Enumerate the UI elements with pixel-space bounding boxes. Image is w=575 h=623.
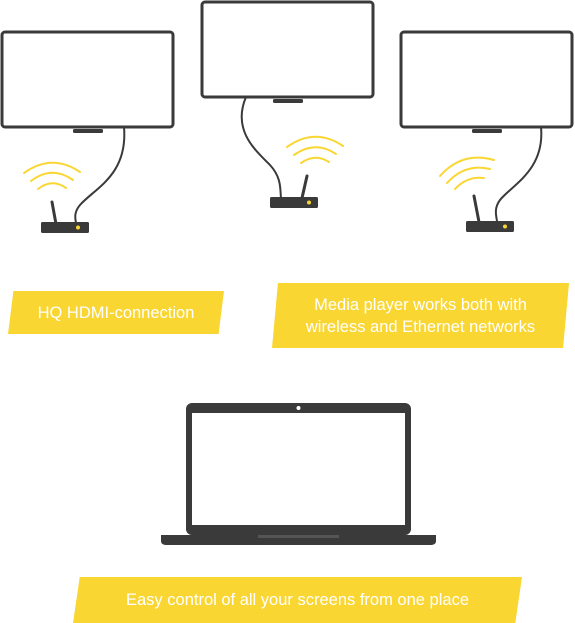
hdmi-cable (74, 126, 126, 224)
indicator-light (503, 224, 507, 229)
wifi-signal-icon (286, 135, 344, 164)
network-caption-line-1: Media player works both with (314, 295, 527, 314)
antenna (300, 174, 309, 200)
wifi-signal-icon (439, 156, 495, 190)
hdmi-cable (494, 126, 543, 222)
center-display-unit (200, 0, 375, 208)
network-caption: Media player works both with wireless an… (272, 283, 569, 348)
laptop-base (161, 535, 436, 545)
monitor-icon (200, 0, 375, 99)
laptop-trackpad-notch (258, 535, 339, 538)
right-display-unit (399, 30, 574, 232)
monitor-icon (0, 30, 175, 129)
hdmi-caption-text: HQ HDMI-connection (37, 303, 195, 322)
monitor-stand-bar (73, 129, 103, 133)
network-caption-text: Media player works both with wireless an… (306, 294, 535, 338)
control-caption-text: Easy control of all your screens from on… (126, 591, 469, 609)
antenna (472, 194, 481, 224)
hdmi-cable (240, 96, 282, 199)
media-player-icon (466, 221, 514, 232)
hdmi-connection-caption: HQ HDMI-connection (8, 291, 224, 334)
control-caption: Easy control of all your screens from on… (73, 577, 522, 623)
network-caption-line-2: wireless and Ethernet networks (305, 317, 536, 336)
laptop-icon (161, 403, 436, 545)
antenna (50, 200, 58, 226)
indicator-light (307, 200, 311, 205)
indicator-light (76, 225, 80, 230)
wifi-signal-icon (23, 161, 81, 190)
left-display-unit (0, 30, 175, 233)
laptop-screen (192, 413, 405, 525)
media-player-icon (270, 197, 318, 208)
laptop-camera (296, 406, 301, 410)
monitor-icon (399, 30, 574, 129)
media-player-icon (41, 222, 89, 233)
monitor-stand-bar (472, 129, 502, 133)
monitor-stand-bar (273, 99, 303, 103)
